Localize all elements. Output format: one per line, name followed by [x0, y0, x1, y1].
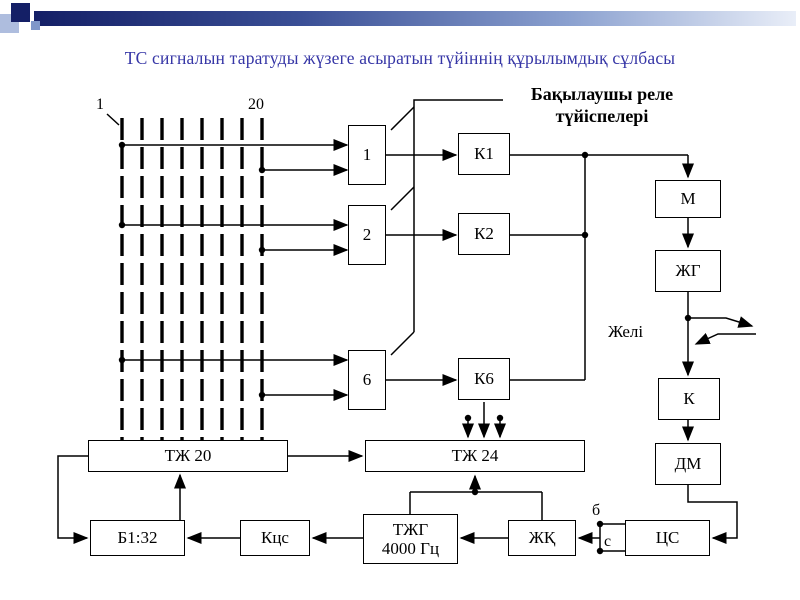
- block-k: К: [658, 378, 720, 420]
- header-bar: [34, 11, 796, 26]
- deco-square-dark: [11, 3, 30, 22]
- block-zhg: ЖГ: [655, 250, 721, 292]
- label-relay-line1: Бақылаушы реле: [530, 84, 674, 104]
- label-terminal-b: б: [592, 502, 601, 519]
- block-k2: К2: [458, 213, 510, 255]
- label-relay-line2: түйіспелері: [555, 105, 649, 126]
- block-distributor-2: 2: [348, 205, 386, 265]
- label-network: Желі: [608, 322, 644, 341]
- block-zhk: ЖҚ: [508, 520, 576, 556]
- block-distributor-1: 1: [348, 125, 386, 185]
- block-dm: ДМ: [655, 443, 721, 485]
- block-k6: К6: [458, 358, 510, 400]
- block-tzhg-line1: ТЖГ: [392, 519, 429, 539]
- block-m: М: [655, 180, 721, 218]
- block-tzh24: ТЖ 24: [365, 440, 585, 472]
- label-relay-contacts: Бақылаушы реле түйіспелері: [502, 84, 702, 127]
- deco-square-small: [31, 21, 40, 30]
- block-tzh20: ТЖ 20: [88, 440, 288, 472]
- label-terminal-c: с: [604, 533, 612, 550]
- block-tzhg-4000: ТЖГ 4000 Гц: [363, 514, 458, 564]
- block-b1-32: Б1:32: [90, 520, 185, 556]
- block-distributor-6: 6: [348, 350, 386, 410]
- block-kcs: Кцс: [240, 520, 310, 556]
- label-line-1: 1: [96, 96, 104, 113]
- block-k1: К1: [458, 133, 510, 175]
- slide-title: ТС сигналын таратуды жүзеге асыратын түй…: [124, 48, 676, 68]
- block-tzhg-line2: 4000 Гц: [381, 539, 440, 558]
- block-cs: ЦС: [625, 520, 710, 556]
- label-line-20: 20: [248, 96, 264, 113]
